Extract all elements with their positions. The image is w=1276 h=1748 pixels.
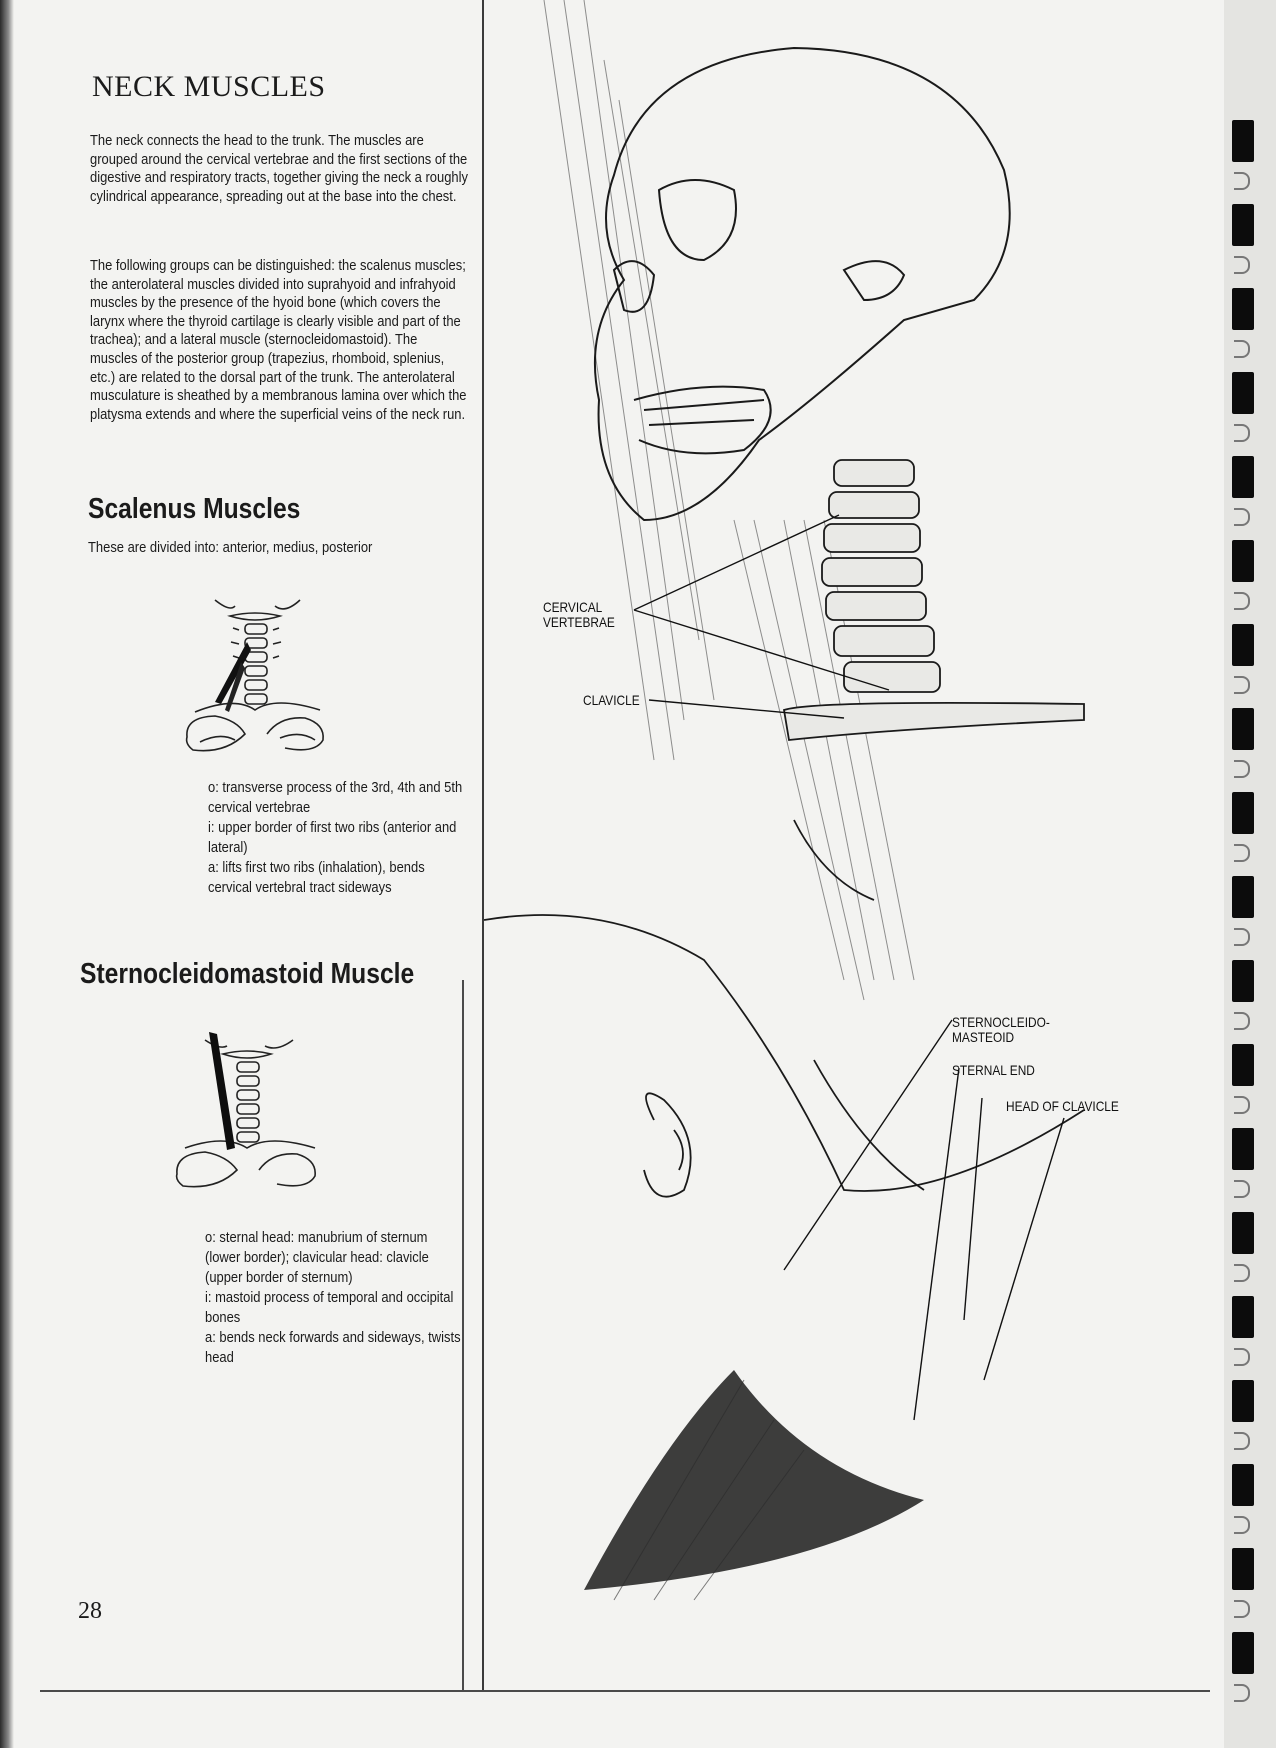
binding-ring: [1232, 624, 1254, 666]
binding-ring-loop: [1234, 1012, 1250, 1030]
binding-ring: [1232, 372, 1254, 414]
scalenus-subtext: These are divided into: anterior, medius…: [88, 540, 373, 556]
intro-paragraph-2: The following groups can be distinguishe…: [90, 258, 467, 423]
binding-ring-loop: [1234, 1180, 1250, 1198]
binding-ring-loop: [1234, 1684, 1250, 1702]
binding-ring-loop: [1234, 340, 1250, 358]
binding-ring-loop: [1234, 1264, 1250, 1282]
page-edge-shadow: [0, 0, 14, 1748]
binding-ring-loop: [1234, 1348, 1250, 1366]
shadow-region: [584, 1370, 924, 1590]
clavicle-drawing: [782, 701, 1085, 741]
binding-ring-loop: [1234, 1516, 1250, 1534]
column-divider: [482, 0, 484, 1690]
label-clavicle: CLAVICLE: [583, 692, 640, 708]
sternocleidomastoid-action: a: bends neck forwards and sideways, twi…: [205, 1330, 461, 1366]
binding-ring-loop: [1234, 1096, 1250, 1114]
sternocleidomastoid-heading: Sternocleidomastoid Muscle: [80, 958, 415, 990]
label-head-of-clavicle: HEAD OF CLAVICLE: [1006, 1098, 1119, 1114]
binding-ring-loop: [1234, 760, 1250, 778]
binding-ring-loop: [1234, 256, 1250, 274]
label-sternal-end: STERNAL END: [952, 1062, 1035, 1078]
binding-ring: [1232, 120, 1254, 162]
scalenus-diagram: [185, 599, 324, 752]
scalenus-origin: o: transverse process of the 3rd, 4th an…: [208, 780, 463, 816]
binding-ring: [1232, 1632, 1254, 1674]
binding-ring: [1232, 288, 1254, 330]
label-cervical-vertebrae: CERVICAL VERTEBRAE: [543, 600, 615, 630]
scalenus-details: o: transverse process of the 3rd, 4th an…: [208, 778, 469, 898]
scalenus-action: a: lifts first two ribs (inhalation), be…: [208, 860, 425, 896]
label-leader-lines: [633, 514, 1065, 1421]
binding-ring-loop: [1234, 1600, 1250, 1618]
binding-ring: [1232, 792, 1254, 834]
sternocleidomastoid-details: o: sternal head: manubrium of sternum (l…: [205, 1228, 466, 1368]
neck-anatomy-illustration: [484, 0, 1085, 1601]
binding-ring: [1232, 204, 1254, 246]
binding-ring-loop: [1234, 592, 1250, 610]
page-title: NECK MUSCLES: [92, 70, 326, 103]
binding-ring-loop: [1234, 172, 1250, 190]
scalenus-heading: Scalenus Muscles: [88, 493, 301, 525]
binding-ring: [1232, 1128, 1254, 1170]
label-scm-line-2: MASTEOID: [952, 1029, 1015, 1045]
binding-ring: [1232, 1380, 1254, 1422]
binding-ring-loop: [1234, 928, 1250, 946]
binding-ring-loop: [1234, 508, 1250, 526]
inner-column-divider: [462, 980, 464, 1690]
binding-ring: [1232, 456, 1254, 498]
binding-ring: [1232, 960, 1254, 1002]
binding-ring-loop: [1234, 424, 1250, 442]
bottom-rule: [40, 1690, 1210, 1692]
binding-ring-loop: [1234, 844, 1250, 862]
binding-ring: [1232, 1548, 1254, 1590]
binding-ring: [1232, 876, 1254, 918]
binding-ring: [1232, 540, 1254, 582]
label-cervical-line-2: VERTEBRAE: [543, 614, 615, 630]
neck-shoulder-drawing: [484, 819, 1085, 1198]
sternocleidomastoid-insertion: i: mastoid process of temporal and occip…: [205, 1290, 454, 1326]
skull-drawing: [593, 46, 1011, 522]
sternocleidomastoid-origin: o: sternal head: manubrium of sternum (l…: [205, 1230, 429, 1286]
binding-ring: [1232, 708, 1254, 750]
intro-paragraph-1: The neck connects the head to the trunk.…: [90, 133, 468, 205]
sternocleidomastoid-diagram: [175, 1032, 316, 1188]
binding-ring: [1232, 1296, 1254, 1338]
scalenus-insertion: i: upper border of first two ribs (anter…: [208, 820, 457, 856]
binding-ring: [1232, 1044, 1254, 1086]
label-cervical-line-1: CERVICAL: [543, 599, 603, 615]
binding-ring-loop: [1234, 676, 1250, 694]
label-sternocleidomastoid: STERNOCLEIDO- MASTEOID: [952, 1015, 1050, 1045]
binding-ring-loop: [1234, 1432, 1250, 1450]
binding-ring: [1232, 1212, 1254, 1254]
label-scm-line-1: STERNOCLEIDO-: [952, 1014, 1050, 1030]
page-number: 28: [78, 1598, 102, 1624]
cervical-spine-drawing: [821, 459, 941, 693]
binding-ring: [1232, 1464, 1254, 1506]
